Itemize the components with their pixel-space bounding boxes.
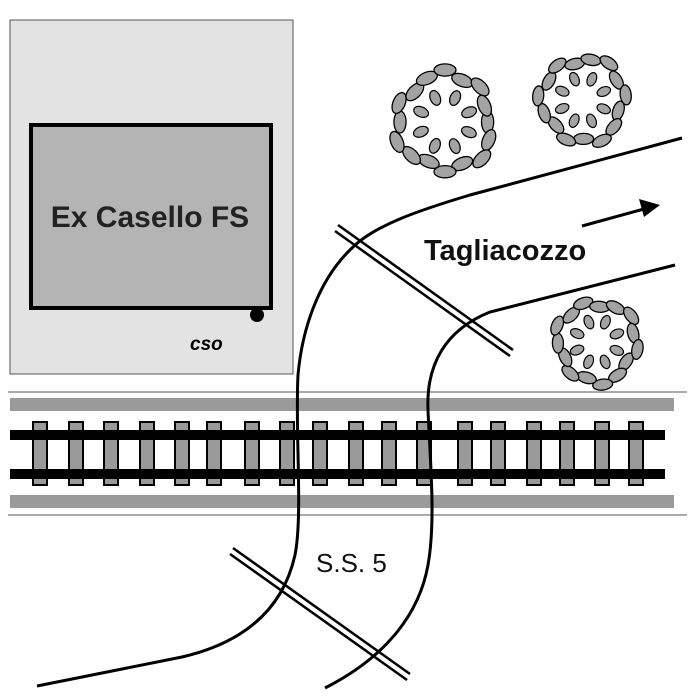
- tree-leaf: [433, 63, 457, 77]
- tree-leaf: [609, 328, 625, 340]
- tree-leaf: [586, 72, 598, 87]
- rail-top: [10, 430, 665, 440]
- tree-leaf: [569, 328, 585, 340]
- tree-leaf: [568, 113, 580, 128]
- tree-leaf: [596, 103, 611, 115]
- road-edge-west: [36, 136, 683, 688]
- tree-leaf: [389, 130, 405, 153]
- tree-leaf: [583, 314, 595, 330]
- tree-leaf: [449, 90, 462, 107]
- tree-leaf: [599, 55, 619, 72]
- tree-leaf: [592, 378, 614, 391]
- tree-leaf: [428, 137, 441, 154]
- direction-label: Tagliacozzo: [424, 235, 586, 267]
- tree-leaf: [481, 129, 497, 152]
- tree-leaf: [561, 364, 580, 382]
- road-bridge-icon: [334, 223, 514, 358]
- tree-leaf: [599, 354, 611, 370]
- tree-leaf: [583, 354, 595, 370]
- tree-leaf: [585, 113, 598, 129]
- tree-leaf: [551, 332, 565, 354]
- rail-bottom: [10, 469, 665, 479]
- road-edge-east: [324, 263, 676, 690]
- tree-leaf: [569, 344, 585, 356]
- tree-leaf: [461, 106, 478, 119]
- tree-leaf: [599, 314, 611, 330]
- tree-leaf: [460, 126, 477, 139]
- tree-leaf: [609, 344, 625, 356]
- tree-leaf: [556, 132, 577, 147]
- tree-leaf: [531, 85, 545, 107]
- tree-leaf: [619, 84, 632, 106]
- tree-leaf: [554, 102, 570, 115]
- tree-leaf: [555, 85, 570, 97]
- tree-canopy-icon: [531, 53, 632, 148]
- tree-leaf: [547, 57, 567, 74]
- tree-leaf: [472, 149, 492, 169]
- tree-leaf: [429, 89, 442, 106]
- tree-leaf: [470, 77, 490, 97]
- tree-leaf: [391, 91, 407, 115]
- tree-leaf: [568, 71, 581, 87]
- tree-leaf: [591, 133, 612, 148]
- road-label: S.S. 5: [316, 548, 387, 578]
- tree-leaf: [572, 296, 594, 311]
- tree-leaf: [622, 306, 640, 326]
- road-bridge-icon: [229, 546, 411, 682]
- tree-leaf: [413, 105, 430, 118]
- ballast-top: [10, 398, 674, 411]
- trees: [389, 53, 644, 391]
- tree-leaf: [631, 338, 644, 360]
- tree-leaf: [476, 94, 493, 117]
- tree-canopy-icon: [550, 296, 644, 391]
- tree-leaf: [572, 132, 595, 146]
- direction-arrow-icon: [581, 199, 660, 228]
- tree-leaf: [448, 138, 461, 155]
- tree-leaf: [393, 110, 407, 134]
- tree-leaf: [433, 164, 457, 179]
- building-label: Ex Casello FS: [51, 201, 249, 234]
- building-outline: [29, 123, 273, 310]
- tree-leaf: [596, 85, 612, 98]
- marker-label: cso: [190, 334, 223, 355]
- tree-leaf: [412, 125, 429, 138]
- tree-canopy-icon: [389, 63, 497, 179]
- tree-leaf: [550, 315, 565, 336]
- ballast-bottom: [10, 495, 674, 508]
- location-dot-icon: [250, 308, 264, 322]
